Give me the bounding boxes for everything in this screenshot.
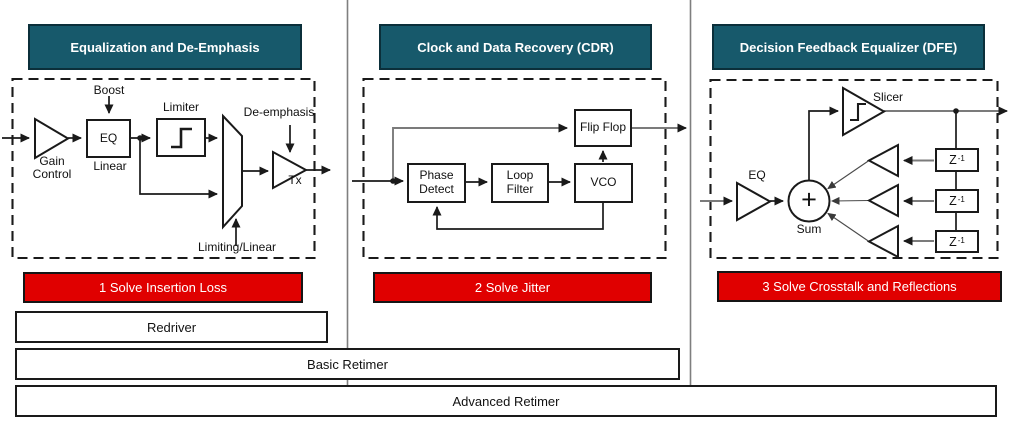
sum-label: Sum xyxy=(796,222,822,236)
banner-solve-insertion-loss: 1 Solve Insertion Loss xyxy=(23,272,303,303)
header-cdr-label: Clock and Data Recovery (CDR) xyxy=(417,39,614,55)
vco-box: VCO xyxy=(574,163,633,203)
data-branch-to-flipflop xyxy=(392,123,568,181)
tx-label: Tx xyxy=(288,173,302,187)
dfe-gray-wires xyxy=(700,106,1008,246)
junction-dot xyxy=(390,178,396,184)
banner-label: 2 Solve Jitter xyxy=(474,280,551,295)
phase-detect-box: Phase Detect xyxy=(407,163,466,203)
phase-detect-label: Phase Detect xyxy=(419,168,454,196)
z-exponent: -1 xyxy=(957,195,965,204)
dfe-tap2-triangle xyxy=(866,183,899,218)
dfe-eq-label: EQ xyxy=(748,168,766,182)
header-equalization: Equalization and De-Emphasis xyxy=(28,24,302,70)
limiter-step-function-icon xyxy=(171,127,192,148)
slicer-step-function-icon xyxy=(850,102,866,122)
z-label: Z xyxy=(949,234,957,249)
eq-box-label: EQ xyxy=(99,130,118,145)
gain-control-label: Gain Control xyxy=(32,154,72,182)
loop-filter-box: Loop Filter xyxy=(491,163,549,203)
slicer-triangle xyxy=(842,86,887,137)
header-cdr: Clock and Data Recovery (CDR) xyxy=(379,24,652,70)
z-exponent: -1 xyxy=(957,235,965,245)
mux-shape xyxy=(222,113,243,230)
z-exponent: -1 xyxy=(957,154,965,163)
equalization-wires xyxy=(2,96,331,246)
slicer-label: Slicer xyxy=(872,90,904,104)
dfe-tap1-triangle xyxy=(866,143,899,178)
loop-filter-label: Loop Filter xyxy=(506,168,534,196)
z-inverse-box-3: Z-1 xyxy=(935,230,979,253)
sum-plus-symbol: + xyxy=(801,184,817,215)
dashed-block-borders xyxy=(11,77,999,260)
dfe-dashed-box xyxy=(709,78,999,260)
equalization-dashed-box xyxy=(11,77,316,260)
boost-label: Boost xyxy=(93,83,125,97)
pll-feedback-wire xyxy=(432,202,604,230)
dfe-wires xyxy=(770,106,957,230)
bar-basic-retimer-label: Basic Retimer xyxy=(307,356,388,372)
tx-driver-triangle xyxy=(272,150,309,190)
column-dividers xyxy=(346,0,692,386)
limiter-label: Limiter xyxy=(162,100,200,114)
linear-label: Linear xyxy=(93,159,127,173)
linear-bypass-wire xyxy=(139,138,218,199)
banner-label: 1 Solve Insertion Loss xyxy=(99,280,227,295)
banner-solve-crosstalk: 3 Solve Crosstalk and Reflections xyxy=(717,271,1002,302)
dfe-eq-amplifier-triangle xyxy=(736,181,773,222)
cdr-gray-wires xyxy=(392,123,687,181)
sum-junction-circle xyxy=(787,179,831,223)
flip-flop-box: Flip Flop xyxy=(574,109,632,147)
cdr-dashed-box xyxy=(362,77,667,260)
header-dfe: Decision Feedback Equalizer (DFE) xyxy=(712,24,985,70)
banner-label: 3 Solve Crosstalk and Reflections xyxy=(762,279,957,294)
header-dfe-label: Decision Feedback Equalizer (DFE) xyxy=(739,39,958,55)
bar-basic-retimer: Basic Retimer xyxy=(15,348,680,380)
de-emphasis-label: De-emphasis xyxy=(243,105,315,119)
sum-to-slicer-wire xyxy=(808,106,839,180)
bar-advanced-retimer: Advanced Retimer xyxy=(15,385,997,417)
gain-control-amplifier-triangle xyxy=(34,117,70,160)
z-inverse-box-1: Z-1 xyxy=(935,148,979,172)
z-label: Z xyxy=(949,194,957,208)
junction-dot xyxy=(137,135,143,141)
eq-box: EQ xyxy=(86,119,131,158)
z-label: Z xyxy=(949,153,957,167)
bar-advanced-retimer-label: Advanced Retimer xyxy=(452,393,560,409)
header-equalization-label: Equalization and De-Emphasis xyxy=(70,39,260,55)
limiter-box xyxy=(156,118,206,157)
bar-redriver-label: Redriver xyxy=(146,319,197,335)
limiting-linear-label: Limiting/Linear xyxy=(197,240,277,254)
banner-solve-jitter: 2 Solve Jitter xyxy=(373,272,652,303)
dfe-tap3-triangle xyxy=(866,224,899,259)
dfe-tap-feedback-arrows xyxy=(827,160,870,242)
cdr-wires xyxy=(352,150,608,230)
bar-redriver: Redriver xyxy=(15,311,328,343)
junction-dot xyxy=(953,108,959,114)
flip-flop-label: Flip Flop xyxy=(579,120,626,135)
z-inverse-box-2: Z-1 xyxy=(935,189,979,213)
vco-label: VCO xyxy=(590,175,617,190)
